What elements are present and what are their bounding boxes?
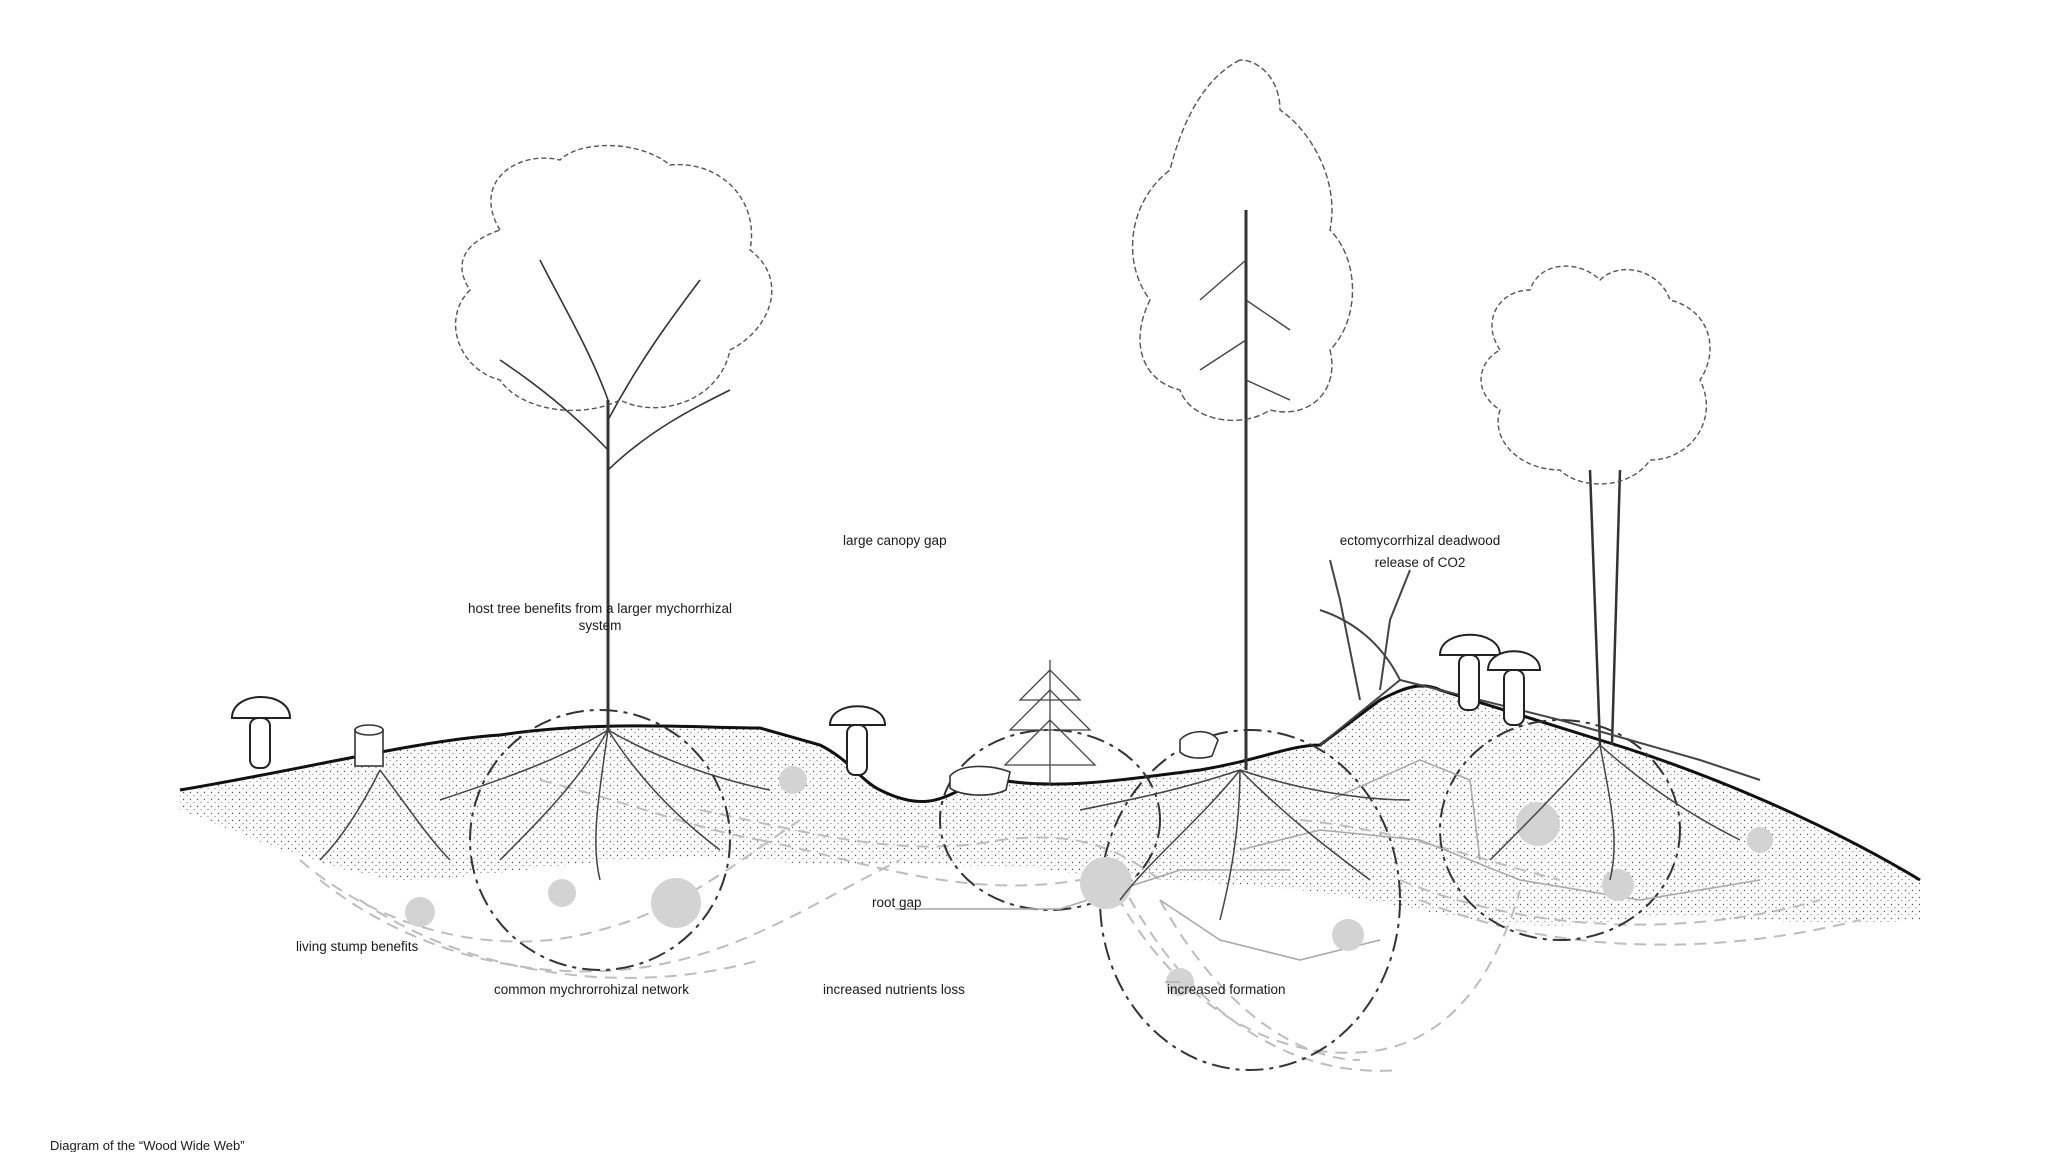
label-host-tree-1: host tree benefits from a larger mychorr… — [467, 601, 733, 616]
mushroom-icon — [230, 696, 292, 769]
mushroom-icon — [1486, 650, 1542, 726]
network-nodes — [405, 766, 1773, 996]
label-stump: living stump benefits — [296, 939, 419, 954]
deadwood — [1319, 559, 1761, 781]
mushroom-icons — [230, 633, 1542, 776]
label-co2: release of CO2 — [1374, 555, 1466, 570]
pine-tree — [1131, 59, 1354, 770]
mycorrhizal-network — [299, 779, 1861, 1072]
leader-lines — [895, 908, 1180, 983]
roots — [319, 729, 1741, 921]
label-host-tree-2: system — [578, 618, 622, 633]
figure-caption: Diagram of the “Wood Wide Web” — [50, 1138, 245, 1152]
label-deadwood: ectomycorrhizal deadwood — [1339, 533, 1501, 548]
host-tree — [454, 144, 773, 730]
right-tree — [1480, 265, 1711, 746]
stump — [354, 724, 384, 767]
label-formation: increased formation — [1167, 982, 1286, 997]
mushroom-icon — [828, 705, 887, 776]
rocks — [949, 730, 1219, 796]
sapling — [1003, 660, 1097, 785]
mushroom-icon — [1438, 633, 1502, 711]
label-nutrients: increased nutrients loss — [823, 982, 965, 997]
root-zones — [469, 709, 1681, 1071]
label-canopy-gap: large canopy gap — [843, 533, 947, 548]
label-root-gap: root gap — [872, 895, 922, 910]
label-network: common mychrorrohizal network — [494, 982, 690, 997]
